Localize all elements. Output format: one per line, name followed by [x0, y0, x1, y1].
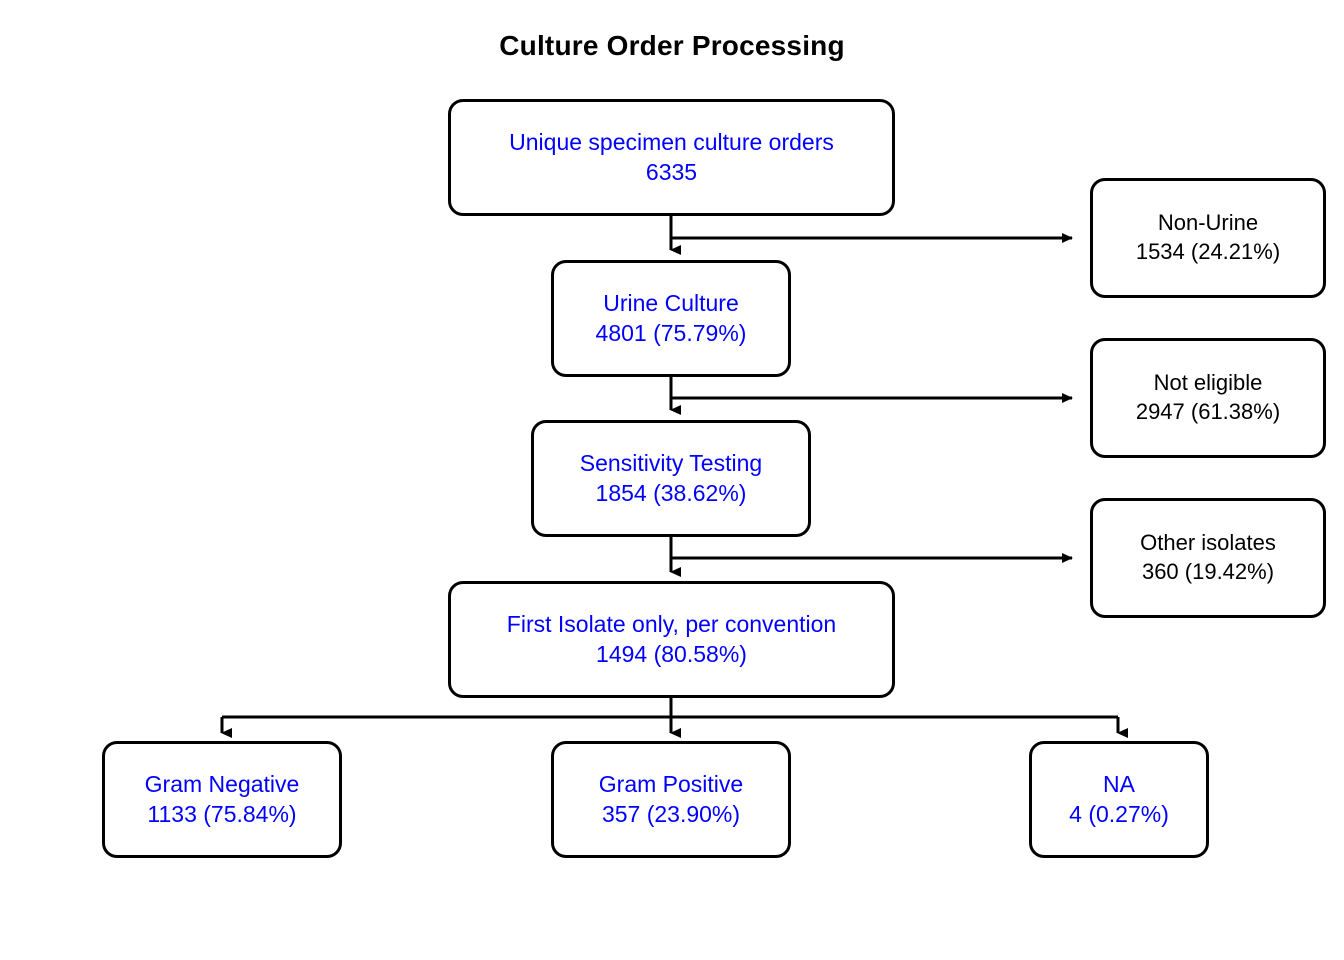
node-label: Other isolates	[1140, 530, 1276, 556]
node-na[interactable]: NA 4 (0.27%)	[1029, 741, 1209, 858]
node-label: Not eligible	[1153, 370, 1263, 396]
node-not-eligible[interactable]: Not eligible 2947 (61.38%)	[1090, 338, 1326, 458]
node-label: Unique specimen culture orders	[509, 128, 834, 155]
node-gram-positive[interactable]: Gram Positive 357 (23.90%)	[551, 741, 791, 858]
node-value: 357 (23.90%)	[601, 800, 741, 827]
node-value: 4 (0.27%)	[1069, 800, 1169, 827]
node-first-isolate-only[interactable]: First Isolate only, per convention 1494 …	[448, 581, 895, 698]
node-sensitivity-testing[interactable]: Sensitivity Testing 1854 (38.62%)	[531, 420, 811, 537]
node-label: NA	[1103, 770, 1135, 797]
node-non-urine[interactable]: Non-Urine 1534 (24.21%)	[1090, 178, 1326, 298]
node-label: Urine Culture	[603, 289, 739, 316]
node-value: 2947 (61.38%)	[1135, 399, 1281, 424]
node-label: Gram Negative	[144, 770, 300, 797]
node-value: 360 (19.42%)	[1141, 559, 1275, 584]
node-gram-negative[interactable]: Gram Negative 1133 (75.84%)	[102, 741, 342, 858]
page-title: Culture Order Processing	[499, 30, 845, 61]
node-value: 4801 (75.79%)	[595, 319, 747, 346]
node-unique-specimen-culture-orders[interactable]: Unique specimen culture orders 6335	[448, 99, 895, 216]
node-label: Non-Urine	[1157, 210, 1259, 236]
node-value: 1854 (38.62%)	[595, 479, 747, 506]
node-value: 1133 (75.84%)	[147, 800, 297, 827]
node-other-isolates[interactable]: Other isolates 360 (19.42%)	[1090, 498, 1326, 618]
node-value: 6335	[645, 158, 698, 185]
node-value: 1534 (24.21%)	[1135, 239, 1281, 264]
node-label: Sensitivity Testing	[579, 449, 763, 476]
node-label: First Isolate only, per convention	[506, 610, 837, 637]
node-label: Gram Positive	[598, 770, 744, 797]
node-urine-culture[interactable]: Urine Culture 4801 (75.79%)	[551, 260, 791, 377]
node-value: 1494 (80.58%)	[596, 640, 747, 667]
